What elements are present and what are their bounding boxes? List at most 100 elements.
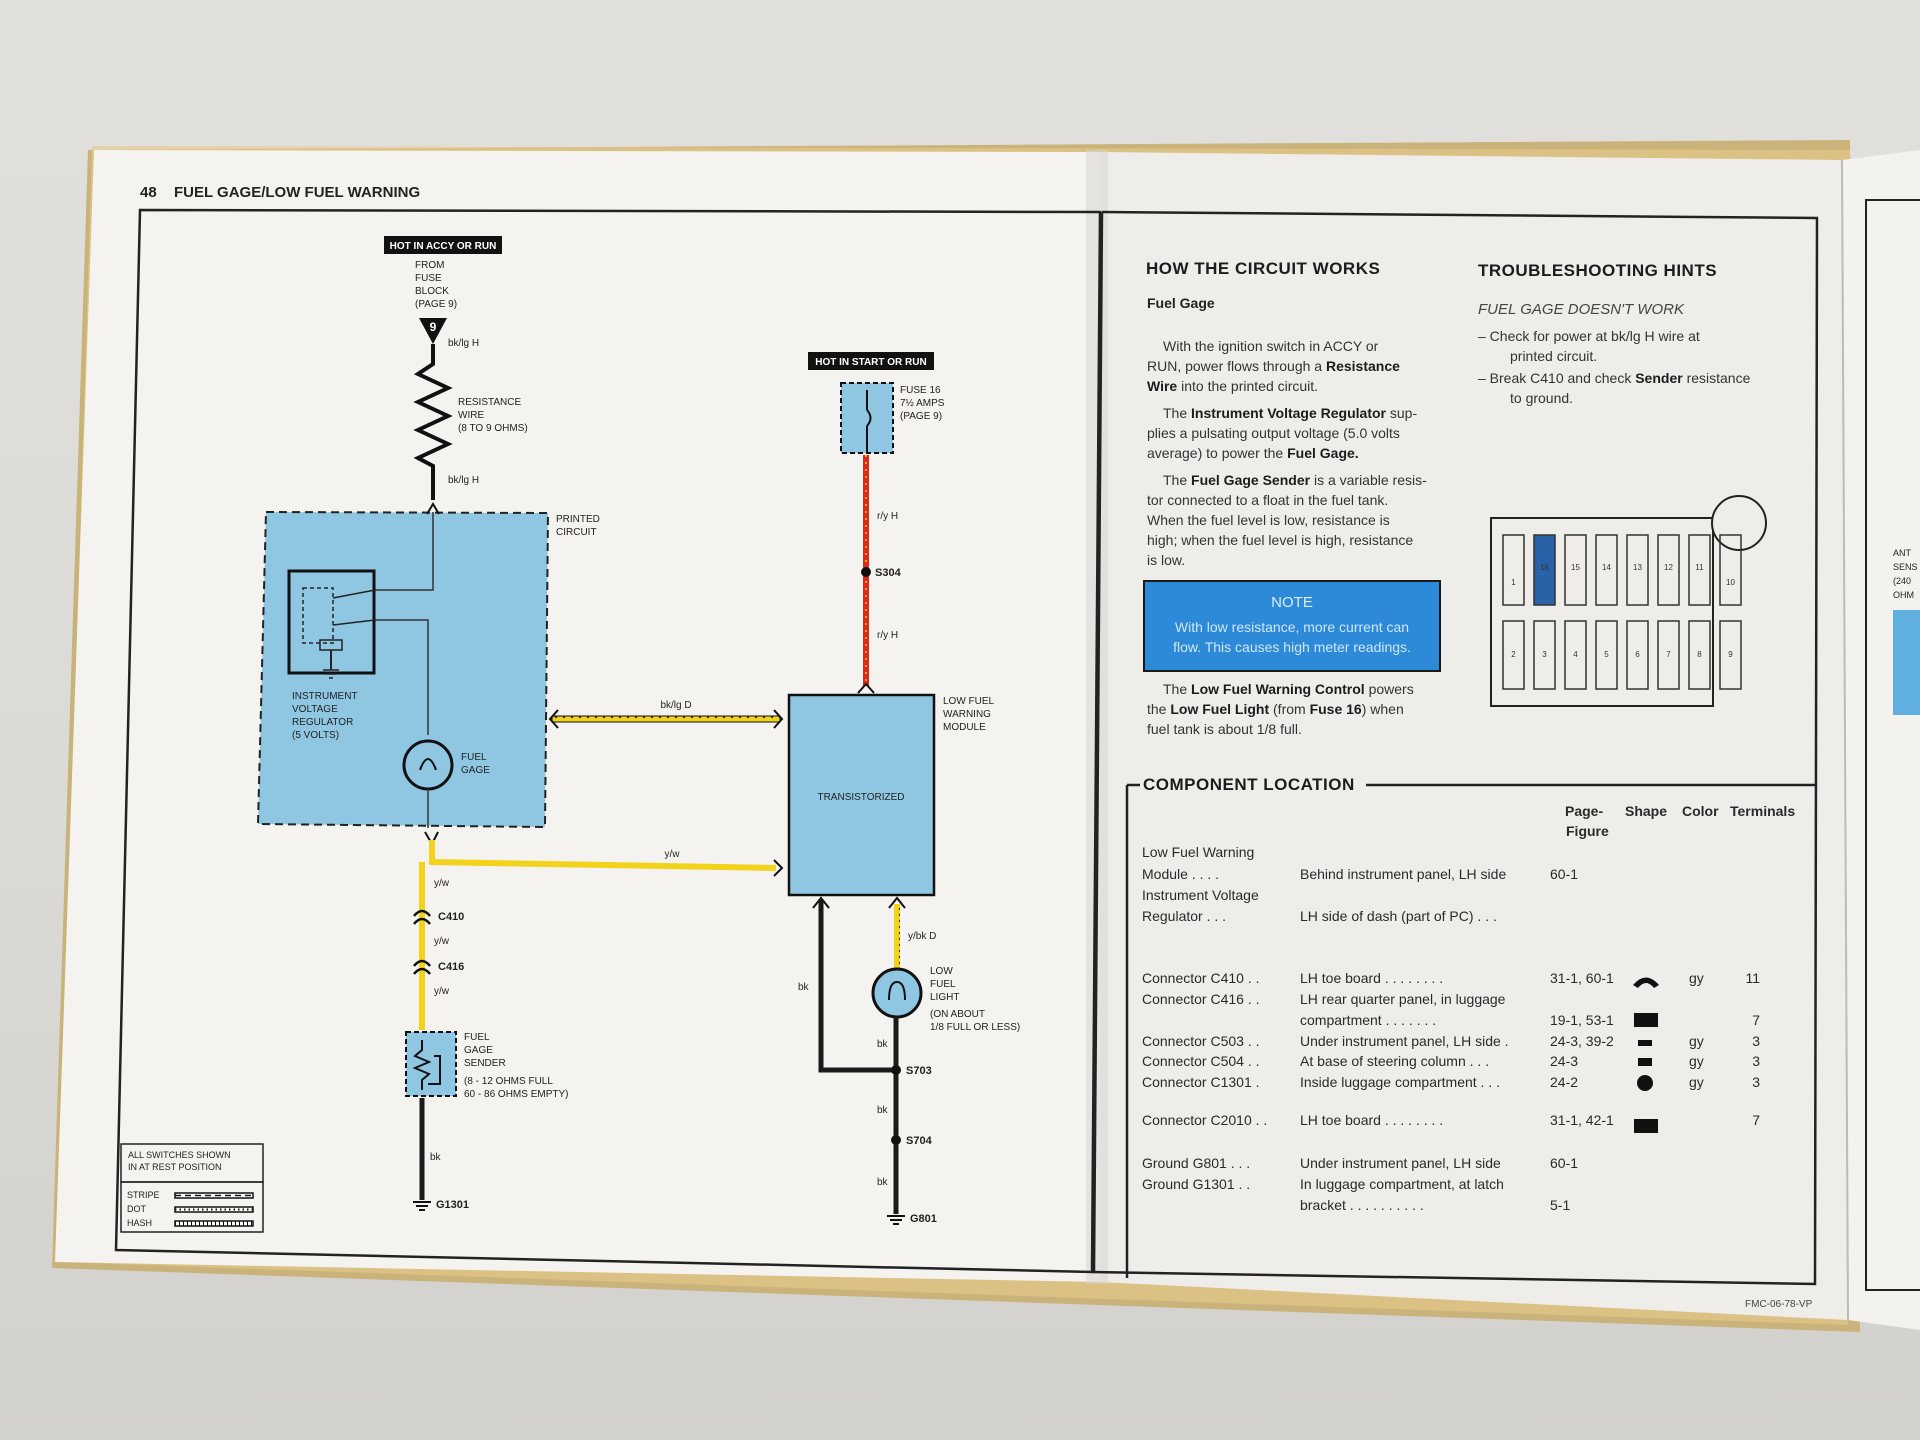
fuse-cell-label: 5 xyxy=(1604,650,1609,659)
location-loc: Behind instrument panel, LH side xyxy=(1300,866,1506,882)
location-loc: LH toe board . . . . . . . . xyxy=(1300,1112,1443,1128)
regulator-label-4: (5 VOLTS) xyxy=(292,730,339,741)
fuse-cell-label: 15 xyxy=(1571,563,1580,572)
how-p2-l1: The Instrument Voltage Regulator sup- xyxy=(1163,405,1417,421)
fuel-gage-label-1: FUEL xyxy=(461,752,487,763)
fuse-cell-label: 9 xyxy=(1728,650,1733,659)
resistance-wire-symbol xyxy=(413,344,453,500)
wire-label-bk-s704: bk xyxy=(877,1105,889,1116)
module-text: TRANSISTORIZED xyxy=(817,792,904,803)
location-name: Instrument Voltage xyxy=(1142,887,1259,903)
low-light-label-1: LOW xyxy=(930,966,953,977)
fuse-cell-9 xyxy=(1719,620,1742,690)
fuel-gage-meter-icon xyxy=(402,739,454,791)
fuse-cell-13 xyxy=(1626,534,1649,606)
note-line-2: flow. This causes high meter readings. xyxy=(1173,639,1411,655)
wire-label-bk-g801: bk xyxy=(877,1177,889,1188)
legend-box xyxy=(120,1181,264,1233)
legend-stripe: STRIPE xyxy=(127,1190,160,1200)
fuse-cell-1 xyxy=(1502,534,1525,606)
location-fig: 19-1, 53-1 xyxy=(1550,1012,1614,1028)
fuse-cell-label: 4 xyxy=(1573,650,1578,659)
shape-c1301-icon xyxy=(1637,1075,1653,1091)
how-p1-l2: RUN, power flows through a Resistance xyxy=(1147,358,1400,374)
hints-title: FUEL GAGE DOESN'T WORK xyxy=(1478,301,1685,318)
location-name: Ground G1301 . . xyxy=(1142,1176,1250,1192)
right-page xyxy=(1100,152,1848,1320)
next-page-text-1: ANT xyxy=(1893,548,1912,558)
fuse-cell-4 xyxy=(1564,620,1587,690)
fuse16-label-1: FUSE 16 xyxy=(900,385,941,396)
fuse-cell-label: 11 xyxy=(1695,563,1704,572)
col-figure: Figure xyxy=(1566,823,1609,839)
how-heading: HOW THE CIRCUIT WORKS xyxy=(1146,259,1380,278)
location-loc: LH side of dash (part of PC) . . . xyxy=(1300,908,1497,924)
how-p4-l3: fuel tank is about 1/8 full. xyxy=(1147,721,1302,737)
how-p3-l2: tor connected to a float in the fuel tan… xyxy=(1147,492,1388,508)
fuse-cell-label: 1 xyxy=(1511,578,1516,587)
fuse16-label-2: 7½ AMPS xyxy=(900,398,945,409)
resistance-wire-3: (8 TO 9 OHMS) xyxy=(458,423,528,434)
location-name: Regulator . . . xyxy=(1142,908,1226,924)
location-term: 11 xyxy=(1745,970,1760,986)
text-frame xyxy=(1091,210,1819,1286)
page-title: FUEL GAGE/LOW FUEL WARNING xyxy=(174,184,420,201)
g1301-label: G1301 xyxy=(436,1199,469,1211)
page-code: FMC-06-78-VP xyxy=(1745,1299,1813,1310)
next-page-text-2: SENS xyxy=(1893,562,1918,572)
regulator-label-2: VOLTAGE xyxy=(292,704,338,715)
ground-g1301-icon xyxy=(413,1201,431,1211)
fuse-cell-2 xyxy=(1502,620,1525,690)
location-frame xyxy=(1125,783,1815,1278)
fuse-cell-label: 16 xyxy=(1540,563,1549,572)
location-term: 7 xyxy=(1752,1112,1760,1128)
location-name: Module . . . . xyxy=(1142,866,1219,882)
shape-c503-icon xyxy=(1638,1040,1652,1046)
wire-label-bklgH-1: bk/lg H xyxy=(448,338,479,349)
next-page-frame xyxy=(1865,199,1920,1291)
low-light-label-2: FUEL xyxy=(930,979,956,990)
bulb-filament xyxy=(888,980,906,1001)
location-loc: LH rear quarter panel, in luggage xyxy=(1300,991,1506,1007)
location-fig: 31-1, 60-1 xyxy=(1550,970,1614,986)
hint-line-1: – Check for power at bk/lg H wire at xyxy=(1478,328,1700,344)
fuse-9-number: 9 xyxy=(430,320,437,334)
page-edge xyxy=(1841,159,1849,1321)
fuse-cell-15 xyxy=(1564,534,1587,606)
note-box xyxy=(1143,580,1441,672)
regulator-label-3: REGULATOR xyxy=(292,717,353,728)
regulator-lead-1 xyxy=(332,589,376,599)
location-term: 3 xyxy=(1752,1074,1760,1090)
wire-bklgD xyxy=(551,715,781,723)
from-fuse-3: BLOCK xyxy=(415,286,449,297)
how-p3-l1: The Fuel Gage Sender is a variable resis… xyxy=(1163,472,1427,488)
legend-hash: HASH xyxy=(127,1218,152,1228)
hot-start-tag xyxy=(808,352,934,370)
fuel-gage-label-2: GAGE xyxy=(461,765,490,776)
from-fuse-4: (PAGE 9) xyxy=(415,299,457,310)
center-divider xyxy=(1092,211,1104,1273)
how-p2-l2: plies a pulsating output voltage (5.0 vo… xyxy=(1147,425,1400,441)
how-p4-l2: the Low Fuel Light (from Fuse 16) when xyxy=(1147,701,1404,717)
fuse-cell-8 xyxy=(1688,620,1711,690)
ground-g801-icon xyxy=(887,1215,905,1225)
how-p1-l3: Wire into the printed circuit. xyxy=(1147,378,1318,394)
location-loc: LH toe board . . . . . . . . xyxy=(1300,970,1443,986)
s304-label: S304 xyxy=(875,567,902,579)
fuse-element xyxy=(866,409,872,427)
meter-needle xyxy=(419,758,437,771)
regulator-ground-icon xyxy=(323,669,339,679)
wire-bk-module xyxy=(818,900,896,1073)
shape-c410-icon xyxy=(1633,977,1659,988)
fuse-block-frame xyxy=(1490,517,1714,707)
fuse-cell-6 xyxy=(1626,620,1649,690)
fuse-block-relay-circle xyxy=(1711,495,1767,551)
how-p3-l4: high; when the fuel level is high, resis… xyxy=(1147,532,1413,548)
low-light-label-3: LIGHT xyxy=(930,992,959,1003)
wire-bklgD-left-terminal xyxy=(548,709,559,729)
connector-c410-icon xyxy=(413,909,431,925)
fuse-cell-7 xyxy=(1657,620,1680,690)
location-name: Connector C503 . . xyxy=(1142,1033,1260,1049)
wire-label-bk-s703: bk xyxy=(877,1039,889,1050)
legend-dot: DOT xyxy=(127,1204,147,1214)
